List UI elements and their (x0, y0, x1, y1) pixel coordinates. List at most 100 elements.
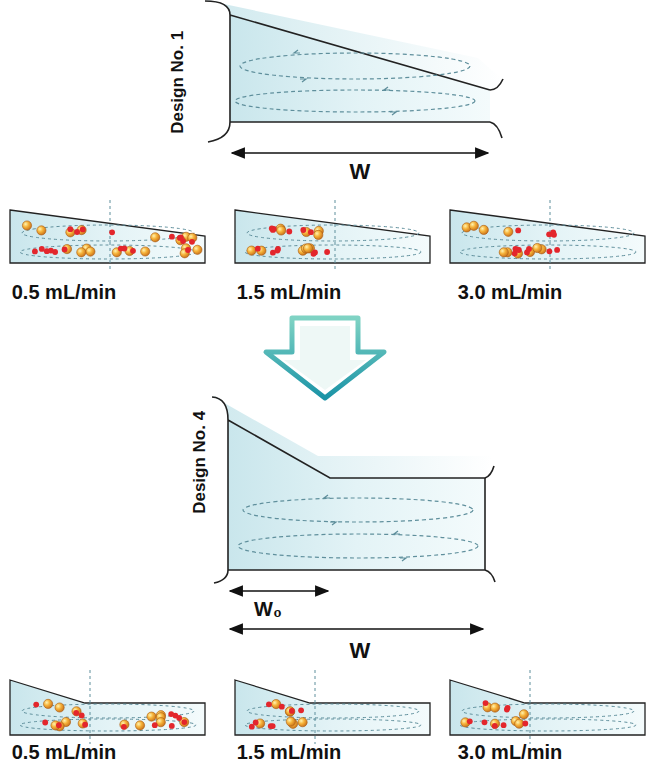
design-title: Design No. 1 (169, 31, 188, 134)
chamber-snapshot (10, 670, 205, 744)
red-particle (121, 724, 127, 730)
dimension-label: W (350, 639, 371, 663)
width-arrow (230, 590, 328, 592)
red-particle (181, 719, 187, 725)
red-particle (554, 247, 560, 253)
cell-bead (86, 247, 95, 256)
red-particle (39, 246, 45, 252)
width-arrow (232, 152, 488, 154)
cell-bead (135, 721, 144, 730)
red-particle (492, 723, 498, 729)
red-particle (547, 248, 553, 254)
cell-bead (533, 243, 542, 252)
transition-arrow-fill (284, 326, 366, 390)
chamber-outline (228, 420, 485, 570)
cell-bead (62, 245, 71, 254)
cell-bead (22, 221, 31, 230)
dimension-label: W (350, 160, 371, 184)
red-particle (514, 247, 520, 253)
cell-bead (479, 225, 488, 234)
red-particle (255, 246, 261, 252)
red-particle (109, 229, 115, 235)
chamber-front-face (230, 15, 490, 122)
chamber-front-face (228, 420, 485, 570)
red-particle (33, 702, 39, 708)
transition-arrow (266, 318, 384, 398)
red-particle (286, 229, 292, 235)
recirculation-loop (238, 534, 478, 558)
red-particle (300, 227, 306, 233)
cell-bead (504, 227, 513, 236)
red-particle (79, 713, 85, 719)
flow-rate-label: 0.5 mL/min (12, 281, 116, 303)
red-particle (168, 711, 174, 717)
red-particle (42, 720, 48, 726)
chamber-flare (212, 397, 495, 583)
cell-bead (519, 710, 528, 719)
cell-bead (147, 712, 156, 721)
chamber-snapshot (450, 200, 645, 272)
recirculation-loop (243, 498, 473, 522)
recirculation-loop (235, 90, 475, 112)
red-particle (152, 722, 158, 728)
red-particle (48, 248, 54, 254)
red-particle (289, 708, 295, 714)
flow-rate-label: 1.5 mL/min (237, 281, 341, 303)
red-particle (73, 710, 79, 716)
red-particle (32, 249, 38, 255)
cell-bead (44, 699, 53, 708)
cell-bead (141, 247, 150, 256)
chamber-snapshot (235, 670, 430, 744)
cell-bead (285, 707, 294, 716)
red-particle (551, 231, 557, 237)
red-particle (249, 724, 255, 730)
cell-bead (77, 248, 86, 257)
chamber-outline (230, 15, 490, 122)
chamber-snapshot (450, 670, 645, 744)
cell-bead (314, 230, 323, 239)
cell-bead (499, 248, 508, 257)
red-particle (324, 249, 330, 255)
cell-bead (151, 233, 160, 242)
red-particle (122, 246, 128, 252)
cell-bead (298, 718, 307, 727)
recirculation-loop (240, 53, 470, 79)
red-particle (82, 722, 88, 728)
red-particle (67, 226, 73, 232)
red-particle (483, 700, 489, 706)
chamber-flare (205, 1, 503, 142)
width-arrow (230, 628, 483, 630)
design-4-chamber (212, 396, 495, 629)
cell-bead (469, 221, 478, 230)
red-particle (169, 234, 175, 240)
dimension-label: W₀ (254, 598, 282, 620)
cell-bead (286, 717, 295, 726)
cell-bead (193, 245, 202, 254)
red-particle (501, 722, 507, 728)
red-particle (311, 251, 317, 257)
red-particle (515, 228, 521, 234)
chamber-snapshot (10, 200, 205, 272)
cell-bead (78, 719, 87, 728)
red-particle (62, 247, 68, 253)
red-particle (185, 247, 191, 253)
red-particle (74, 229, 80, 235)
red-particle (279, 704, 285, 710)
red-particle (505, 705, 511, 711)
cell-bead (37, 226, 46, 235)
red-particle (266, 701, 272, 707)
red-particle (298, 707, 304, 713)
cell-bead (303, 244, 312, 253)
red-particle (268, 723, 274, 729)
cell-bead (286, 707, 295, 716)
red-particle (270, 227, 276, 233)
red-particle (482, 719, 488, 725)
red-particle (308, 229, 314, 235)
flow-direction (294, 50, 396, 115)
flow-rate-label: 1.5 mL/min (237, 741, 341, 763)
red-particle (270, 250, 276, 256)
cell-bead (120, 720, 129, 729)
red-particle (189, 239, 195, 245)
